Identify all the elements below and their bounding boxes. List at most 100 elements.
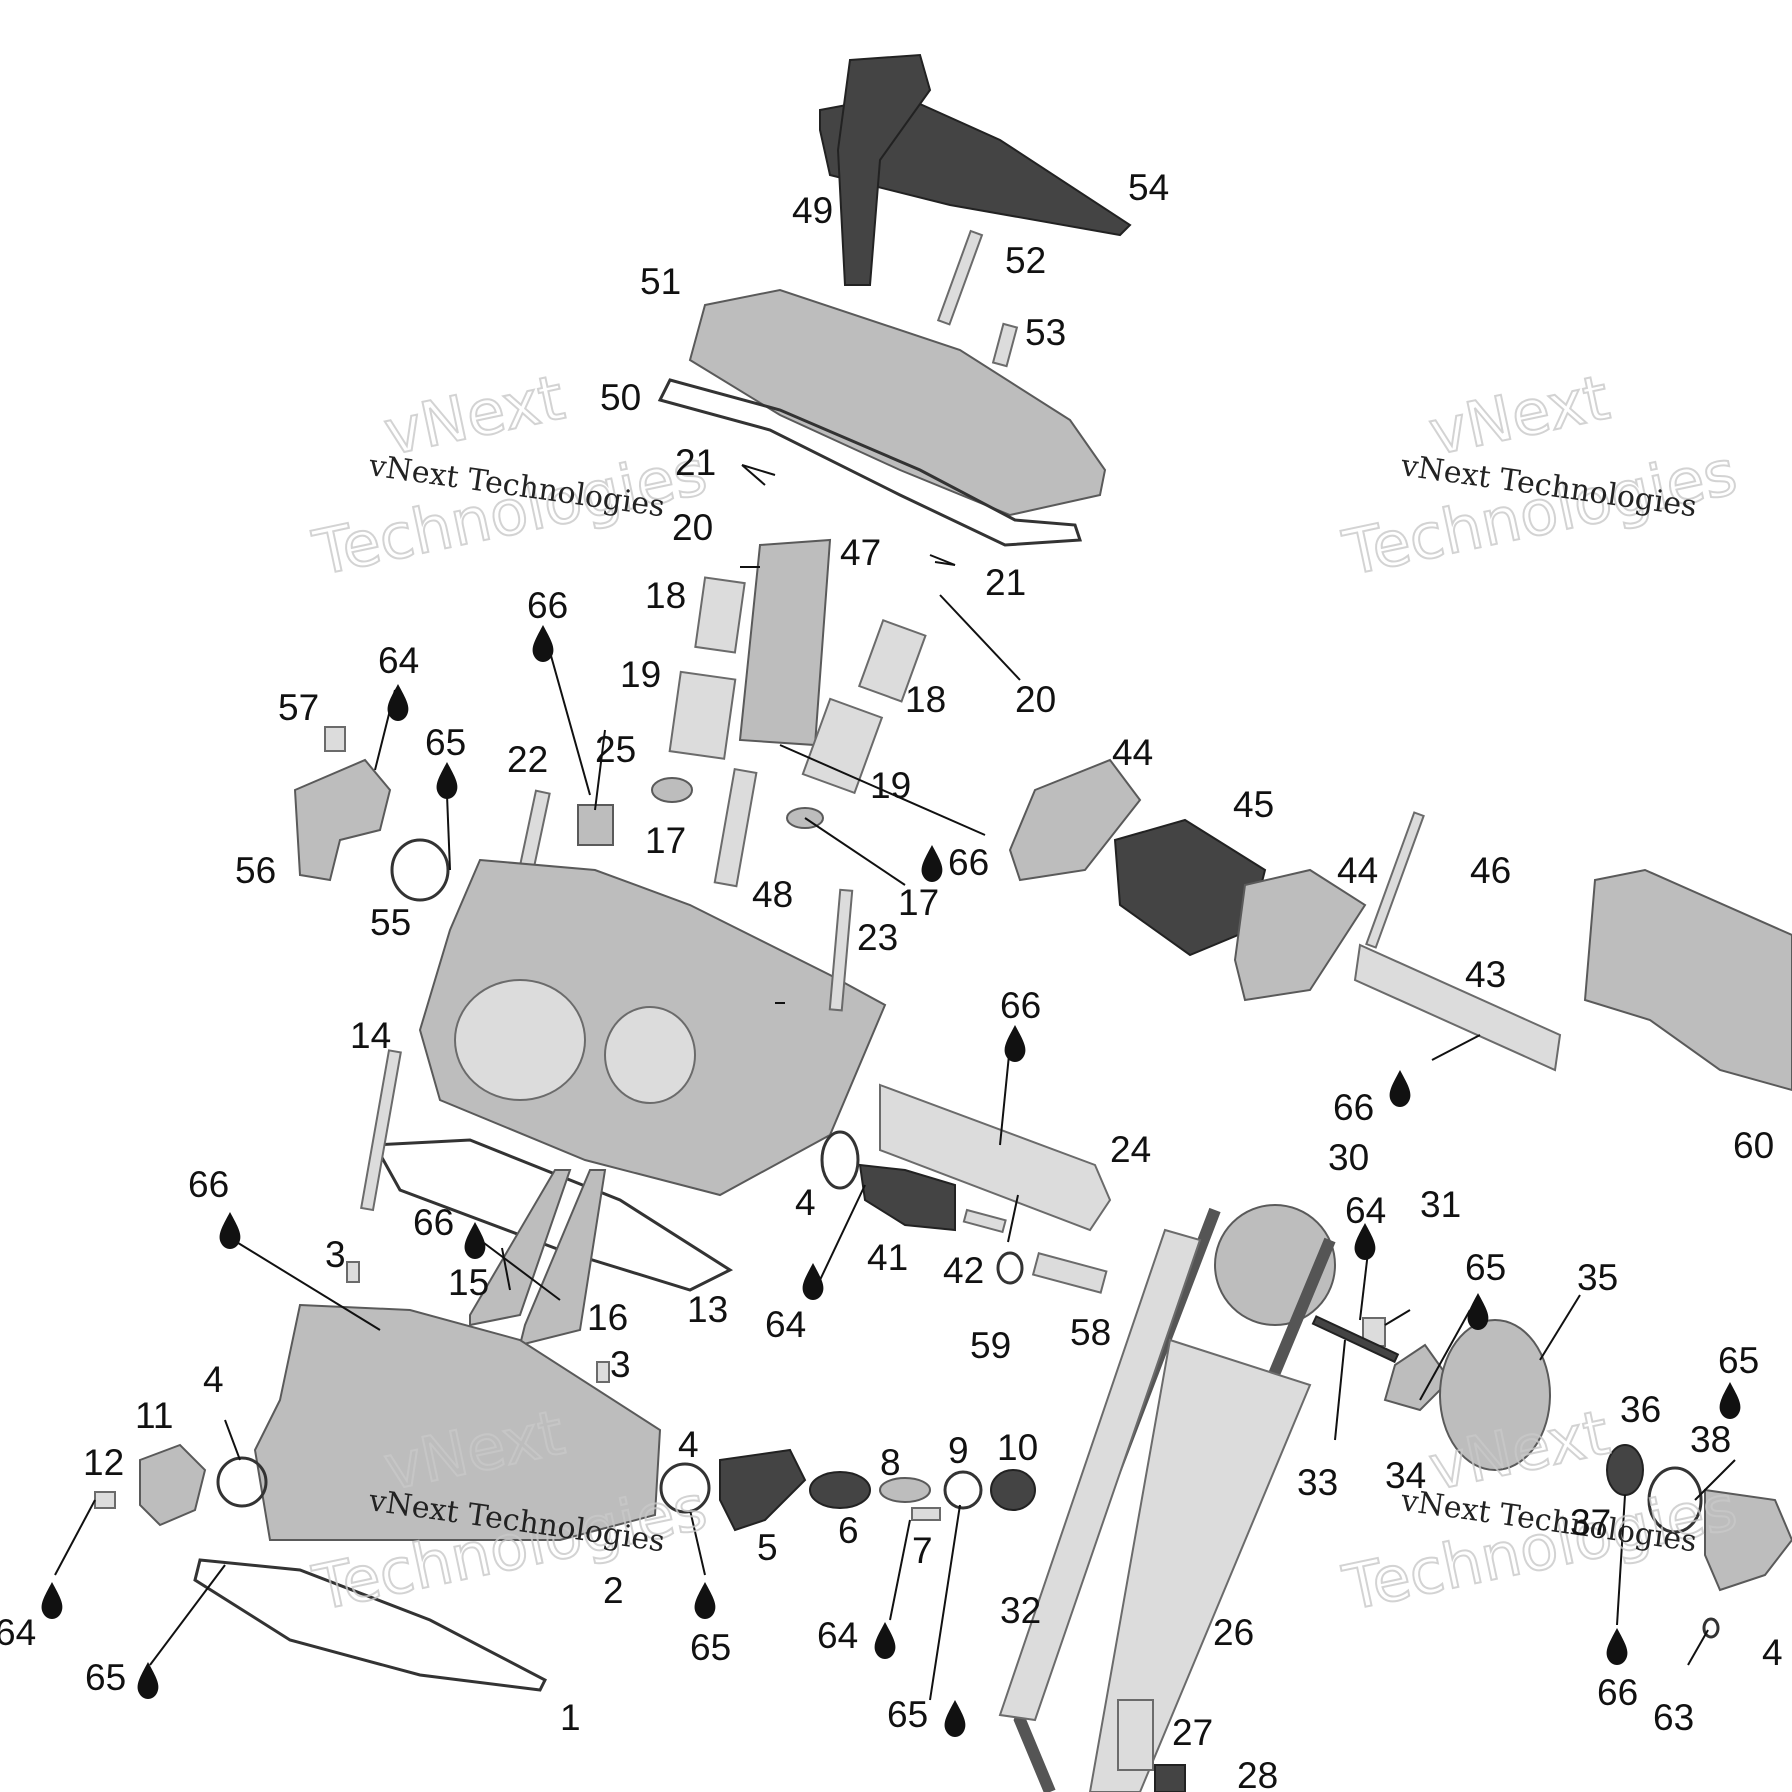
oil-drop-icon bbox=[137, 1662, 159, 1699]
oil-drop-icon bbox=[219, 1212, 241, 1249]
part-label: 34 bbox=[1385, 1455, 1426, 1496]
part-24-camshaft bbox=[879, 1083, 1112, 1232]
part-label: 48 bbox=[752, 874, 793, 915]
part-label: 41 bbox=[867, 1237, 908, 1278]
part-14-port-left bbox=[454, 979, 586, 1101]
part-label: 57 bbox=[278, 687, 319, 728]
part-17-retainer-left bbox=[651, 777, 693, 803]
part-label: 54 bbox=[1128, 167, 1169, 208]
part-label: 19 bbox=[870, 765, 911, 806]
part-2-cylinder bbox=[253, 1303, 662, 1541]
part-label: 49 bbox=[792, 190, 833, 231]
part-label: 55 bbox=[370, 902, 411, 943]
part-58-plug bbox=[1031, 1252, 1108, 1294]
part-label: 52 bbox=[1005, 240, 1046, 281]
part-label: 64 bbox=[0, 1612, 36, 1653]
part-label: 38 bbox=[1690, 1419, 1731, 1460]
part-43-pipe bbox=[1353, 943, 1562, 1072]
part-37-pump bbox=[1704, 1488, 1792, 1592]
part-label: 66 bbox=[527, 585, 568, 626]
part-label: 64 bbox=[765, 1304, 806, 1345]
part-label: 65 bbox=[1465, 1247, 1506, 1288]
oil-drop-icon bbox=[464, 1222, 486, 1259]
part-3-dowel-bottom bbox=[596, 1361, 610, 1383]
part-label: 63 bbox=[1653, 1697, 1694, 1738]
part-label: 18 bbox=[645, 575, 686, 616]
part-14-port-right bbox=[604, 1006, 696, 1104]
part-56-water-elbow bbox=[293, 758, 392, 882]
oil-drop-icon bbox=[1389, 1070, 1411, 1107]
part-label: 21 bbox=[675, 442, 716, 483]
part-label: 23 bbox=[857, 917, 898, 958]
part-35-disc bbox=[1439, 1319, 1551, 1471]
part-26-chain-guide bbox=[1088, 1338, 1312, 1792]
oil-drop-icon bbox=[387, 684, 409, 721]
oil-drop-icon bbox=[874, 1622, 896, 1659]
part-label: 4 bbox=[678, 1424, 699, 1465]
oil-drop-icon bbox=[1354, 1223, 1376, 1260]
part-label: 45 bbox=[1233, 784, 1274, 825]
part-label: 66 bbox=[1000, 985, 1041, 1026]
part-8-sensor bbox=[879, 1477, 931, 1503]
part-label: 3 bbox=[610, 1344, 631, 1385]
part-19-spring-left bbox=[668, 670, 737, 760]
part-label: 65 bbox=[425, 722, 466, 763]
part-12-bolt bbox=[94, 1491, 116, 1509]
part-label: 18 bbox=[905, 679, 946, 720]
part-label: 64 bbox=[1345, 1190, 1386, 1231]
part-label: 60 bbox=[1733, 1125, 1774, 1166]
leader-lines bbox=[54, 464, 1736, 1701]
part-label: 4 bbox=[1762, 1632, 1783, 1673]
part-1-base-gasket bbox=[193, 1558, 548, 1692]
part-label: 65 bbox=[85, 1657, 126, 1698]
part-label: 37 bbox=[1570, 1502, 1611, 1543]
part-18-spring-left bbox=[694, 576, 746, 654]
part-label: 31 bbox=[1420, 1184, 1461, 1225]
part-label: 35 bbox=[1577, 1257, 1618, 1298]
part-label: 64 bbox=[378, 640, 419, 681]
part-label: 19 bbox=[620, 654, 661, 695]
part-46-bolt bbox=[1365, 811, 1425, 949]
oil-drop-icon bbox=[1467, 1293, 1489, 1330]
part-44-flange-right bbox=[1233, 868, 1367, 1002]
part-63-o-ring bbox=[1702, 1617, 1720, 1639]
part-label: 66 bbox=[1597, 1672, 1638, 1713]
part-label: 1 bbox=[560, 1697, 581, 1738]
part-57-bolt bbox=[324, 726, 346, 752]
part-44-flange-left bbox=[1008, 758, 1142, 882]
part-label: 46 bbox=[1470, 850, 1511, 891]
part-label: 51 bbox=[640, 261, 681, 302]
part-label: 65 bbox=[1718, 1340, 1759, 1381]
part-label: 25 bbox=[595, 729, 636, 770]
part-label: 3 bbox=[325, 1234, 346, 1275]
part-label: 43 bbox=[1465, 954, 1506, 995]
part-3-dowel-top bbox=[346, 1261, 360, 1283]
part-36-seal bbox=[1606, 1444, 1644, 1496]
part-41-sensor bbox=[858, 1163, 956, 1232]
part-25-tensioner-pad bbox=[577, 804, 614, 846]
part-60-throttle-body bbox=[1583, 868, 1792, 1092]
part-label: 33 bbox=[1297, 1462, 1338, 1503]
part-label: 59 bbox=[970, 1325, 1011, 1366]
part-label: 17 bbox=[645, 820, 686, 861]
part-label: 53 bbox=[1025, 312, 1066, 353]
part-23-stud bbox=[828, 888, 854, 1012]
part-11-cover bbox=[139, 1443, 207, 1527]
part-label: 66 bbox=[948, 842, 989, 883]
part-4-o-ring-left bbox=[216, 1456, 268, 1508]
part-label: 21 bbox=[985, 562, 1026, 603]
part-19-spring-right bbox=[801, 697, 884, 795]
part-label: 9 bbox=[948, 1430, 969, 1471]
part-13-head-gasket bbox=[372, 1138, 734, 1292]
part-50-gasket bbox=[657, 378, 1083, 547]
part-51-valve-cover bbox=[688, 288, 1107, 517]
part-label: 44 bbox=[1337, 850, 1378, 891]
part-label: 28 bbox=[1237, 1755, 1278, 1792]
part-label: 13 bbox=[687, 1289, 728, 1330]
part-label: 7 bbox=[912, 1530, 933, 1571]
part-label: 22 bbox=[507, 739, 548, 780]
part-label: 4 bbox=[795, 1182, 816, 1223]
oil-drop-icon bbox=[436, 762, 458, 799]
part-label: 5 bbox=[757, 1527, 778, 1568]
